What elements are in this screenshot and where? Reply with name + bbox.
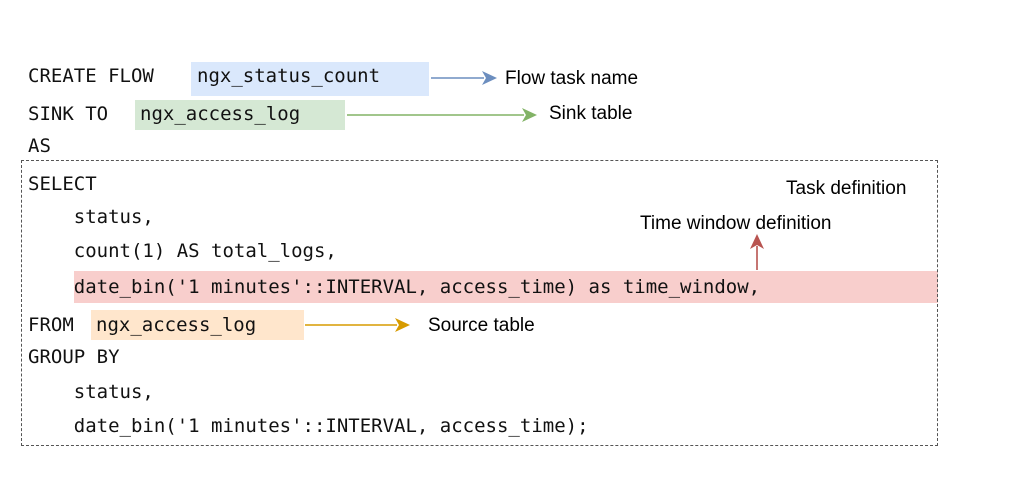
task-definition-box bbox=[21, 160, 938, 446]
code-status-line: status, bbox=[28, 206, 154, 228]
flow-name-highlight bbox=[191, 62, 429, 96]
code-flow-name: ngx_status_count bbox=[197, 65, 381, 87]
task-definition-label: Task definition bbox=[786, 178, 907, 199]
code-select-line: SELECT bbox=[28, 173, 97, 195]
source-table-label: Source table bbox=[428, 315, 535, 336]
code-group-status-line: status, bbox=[28, 381, 154, 403]
code-as-line: AS bbox=[28, 135, 51, 157]
sink-table-label: Sink table bbox=[549, 103, 633, 124]
flow-task-name-label: Flow task name bbox=[505, 68, 639, 89]
sink-table-arrow bbox=[347, 108, 537, 122]
time-window-highlight bbox=[74, 271, 938, 303]
code-group-by-line: GROUP BY bbox=[28, 346, 120, 368]
flow-task-name-arrow bbox=[431, 71, 497, 85]
code-group-date-bin-line: date_bin('1 minutes'::INTERVAL, access_t… bbox=[28, 415, 589, 437]
code-create-flow-keyword: CREATE FLOW bbox=[28, 65, 154, 87]
code-sink-to-keyword: SINK TO bbox=[28, 103, 109, 125]
code-date-bin-line: date_bin('1 minutes'::INTERVAL, access_t… bbox=[28, 276, 761, 298]
time-window-definition-label: Time window definition bbox=[640, 213, 832, 234]
code-count-line: count(1) AS total_logs, bbox=[28, 240, 337, 262]
code-source-table-name: ngx_access_log bbox=[96, 314, 257, 336]
sink-table-highlight bbox=[135, 100, 345, 130]
time-window-arrow bbox=[750, 234, 764, 270]
source-table-highlight bbox=[91, 310, 304, 340]
code-sink-table-name: ngx_access_log bbox=[140, 103, 301, 125]
code-from-keyword: FROM bbox=[28, 314, 74, 336]
source-table-arrow bbox=[305, 318, 410, 332]
